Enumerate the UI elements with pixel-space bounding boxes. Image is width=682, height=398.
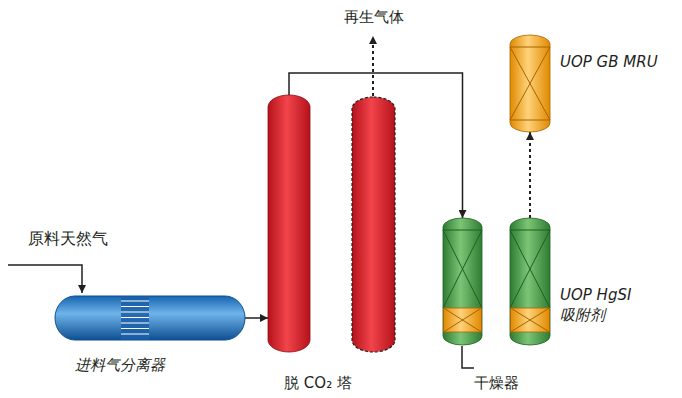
mru-body <box>510 35 550 132</box>
flow-line <box>529 132 531 218</box>
mru-vessel: UOP GB MRU <box>510 35 550 132</box>
dryer-body <box>510 218 550 345</box>
vessel-body <box>55 296 245 340</box>
co2-column: 脱 CO₂ 塔 <box>268 95 310 352</box>
packing-cross <box>510 47 550 120</box>
bed-line <box>510 120 550 121</box>
vessel-outline <box>443 218 482 345</box>
vessel-label: UOP GB MRU <box>560 53 682 73</box>
bed-line <box>443 230 482 231</box>
mesh-line <box>121 334 149 335</box>
packing-cross <box>511 308 550 332</box>
hgsi-bed <box>444 308 482 332</box>
bed-line <box>510 230 550 231</box>
mesh-line <box>121 323 149 324</box>
mesh-line <box>121 306 149 307</box>
vessel-label: UOP HgSI 吸附剂 <box>560 286 640 325</box>
feed-gas-label: 原料天然气 <box>28 229 108 250</box>
regen-gas-line <box>372 36 374 96</box>
vessel-outline <box>510 35 550 132</box>
regen-column: 再生气体 <box>352 97 395 352</box>
vessel-outline <box>352 97 395 352</box>
feed-separator: 进料气分离器 <box>55 296 245 340</box>
vessel-outline <box>55 296 245 340</box>
hgsi-dryer-vessel: UOP HgSI 吸附剂 <box>510 218 550 345</box>
feed-gas-line <box>8 265 82 293</box>
vessel-label: 脱 CO₂ 塔 <box>258 374 378 394</box>
packing-cross <box>444 308 482 332</box>
mesh-line <box>121 312 149 313</box>
vessel-label: 干燥器 <box>474 374 554 394</box>
vessel-outline <box>268 95 310 352</box>
column-body <box>268 95 310 352</box>
packing-cross <box>443 230 482 308</box>
mesh-line <box>121 317 149 318</box>
column-body <box>352 97 395 352</box>
dryer-outlet-line <box>462 346 474 368</box>
dryer-body <box>443 218 482 345</box>
bed-line <box>510 47 550 48</box>
flow-line <box>245 317 268 319</box>
vessel-label: 再生气体 <box>312 8 435 28</box>
dryer-vessel: 干燥器 <box>443 218 482 345</box>
mesh-line <box>121 301 149 302</box>
hgsi-bed <box>511 308 550 332</box>
mesh-line <box>121 328 149 329</box>
packing-cross <box>510 230 550 308</box>
mist-eliminator <box>121 297 149 340</box>
vessel-outline <box>510 218 550 345</box>
vessel-label: 进料气分离器 <box>75 356 235 376</box>
